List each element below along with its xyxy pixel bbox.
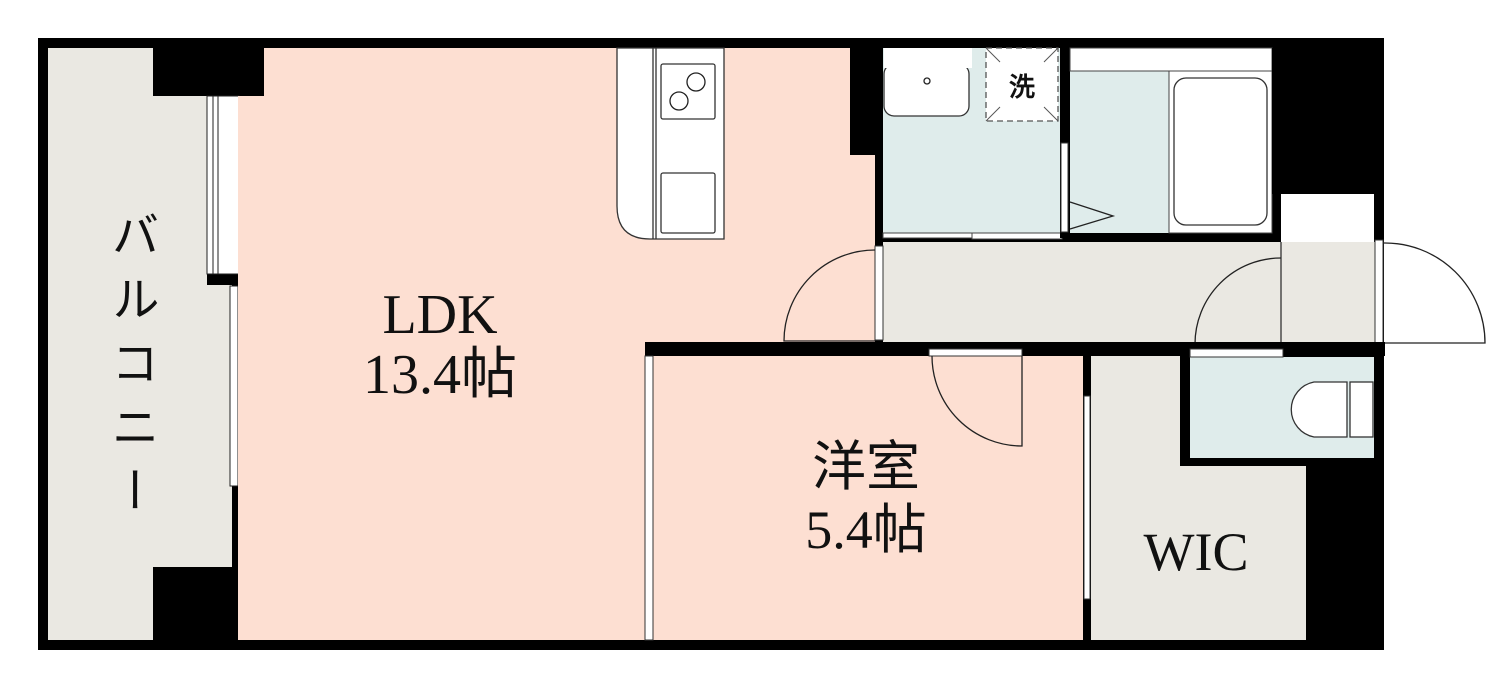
stove-burner-icon [669, 91, 689, 111]
ldk-size: 13.4帖 [363, 344, 517, 406]
balcony-area [48, 48, 232, 640]
wic-label: WIC [1144, 522, 1249, 582]
kitchen-sink [660, 172, 716, 234]
wic [1091, 356, 1306, 640]
toilet [1290, 381, 1348, 438]
hallway [883, 242, 1375, 342]
ldk-door [874, 245, 884, 341]
bath-door [1060, 142, 1069, 233]
bathtub [1173, 77, 1268, 226]
wic-sliding-door [1083, 395, 1091, 600]
balcony-label: バルコニー [104, 210, 157, 530]
balcony-label-text: バルコニー [104, 210, 157, 530]
entrance-door-swing [1382, 242, 1486, 344]
western-room [648, 356, 1083, 640]
drain-icon [923, 77, 931, 85]
western-room-sliding-door [644, 355, 654, 641]
stove-burner-icon [686, 72, 706, 92]
shoe-box [1281, 194, 1374, 242]
western-room-size: 5.4帖 [805, 500, 927, 560]
balcony-window-lower [229, 285, 239, 487]
washer-label: 洗 [1009, 73, 1035, 103]
washbasin [883, 63, 970, 117]
balcony-window-upper [206, 95, 240, 275]
ldk-label: LDK [382, 284, 497, 346]
stove [660, 63, 716, 120]
entrance-door [1374, 239, 1384, 347]
western-room-label: 洋室 [812, 437, 920, 497]
